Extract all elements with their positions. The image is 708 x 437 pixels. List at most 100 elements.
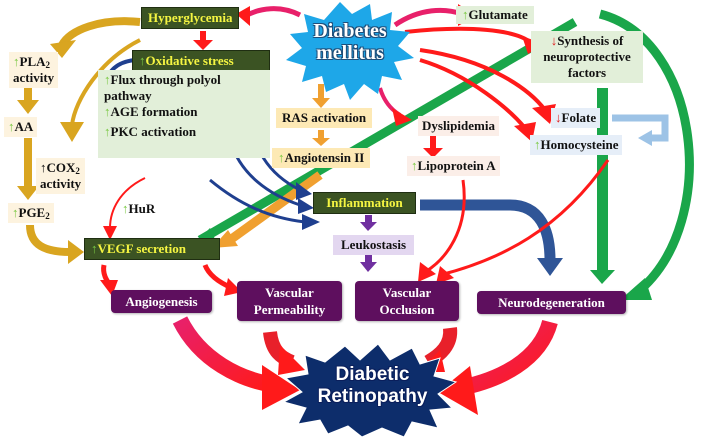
red-arrowhead (262, 365, 300, 410)
gold-arrow-pge2-vegf (26, 224, 71, 256)
up-arrow-icon: ↑ (91, 241, 98, 256)
node-vegf-secretion: ↑VEGF secretion (84, 238, 220, 260)
purple-arrowhead (360, 222, 377, 231)
synthesis-text-3: factors (567, 65, 607, 80)
navy-arrowhead (302, 214, 320, 230)
pge2-text: PGE (18, 205, 46, 220)
pge2-sub: 2 (45, 211, 50, 221)
node-cox2: ↑COX2 activity (36, 158, 86, 194)
red-arrow-dm-homocysteine (419, 58, 527, 130)
center-line-1: Diabetes (313, 20, 387, 42)
up-arrow-icon: ↑ (8, 119, 15, 134)
up-arrow-icon: ↑ (104, 124, 111, 139)
pla2-text: PLA (19, 54, 46, 69)
purple-arrow-inflammation-leuk (365, 215, 372, 223)
outcome-neurodegeneration: Neurodegeneration (477, 291, 626, 314)
orange-arrowhead (312, 98, 330, 108)
red-arrow-pkc-vegf (109, 177, 146, 229)
node-oxidative-mechanisms: ↑Flux through polyol pathway ↑AGE format… (98, 70, 270, 158)
node-folate: ↓Folate (551, 108, 601, 128)
synthesis-text-1: Synthesis of (557, 33, 624, 48)
outcome-vascular-occlusion: Vascular Occlusion (355, 281, 459, 321)
pla2-activity-text: activity (13, 70, 55, 85)
orange-arrowhead (312, 138, 330, 146)
node-aa: ↑AA (4, 117, 38, 137)
vascular-occ-text-2: Occlusion (379, 302, 435, 317)
red-arrowhead (392, 108, 412, 126)
up-arrow-icon: ↑ (104, 104, 111, 119)
age-text: AGE formation (110, 104, 198, 119)
polyol-text-2: pathway (104, 88, 152, 103)
up-arrow-icon: ↑ (462, 7, 469, 22)
hyperglycemia-text: Hyperglycemia (148, 10, 233, 25)
green-arrowhead (590, 270, 615, 284)
red-arrowhead (423, 148, 443, 158)
lightblue-arrow-folate-homo (612, 114, 669, 142)
pla2-sub: 2 (45, 60, 51, 70)
red-arrow-dm-dyslipidemia (378, 87, 402, 117)
homocysteine-text: Homocysteine (540, 137, 619, 152)
up-arrow-icon: ↑ (534, 137, 541, 152)
gold-arrow-pla2-aa (24, 85, 32, 103)
pkc-text: PKC activation (110, 124, 197, 139)
red-arrow-dm-hyperglycemia (243, 6, 302, 19)
down-arrow-icon: ↓ (550, 33, 558, 48)
lightblue-arrowhead (638, 130, 652, 146)
cox2-text: COX (46, 160, 76, 175)
navy-arrowhead (296, 182, 312, 200)
up-arrow-icon: ↑ (104, 72, 111, 87)
folate-text: Folate (561, 110, 597, 125)
red-arrow-dys-lipo (430, 134, 436, 150)
leukostasis-text: Leukostasis (341, 237, 407, 252)
node-hyperglycemia: Hyperglycemia (141, 7, 240, 29)
gold-arrowhead (50, 40, 76, 58)
lipoprotein-text: Lipoprotein A (417, 158, 496, 173)
diabetes-mellitus-label: Diabetes mellitus (290, 20, 410, 64)
orange-arrow-angiotensin-to-vegf (227, 171, 323, 244)
gold-arrowhead (17, 100, 39, 114)
diabetic-retinopathy-star (282, 343, 458, 437)
red-arrowhead (193, 40, 213, 50)
node-homocysteine: ↑Homocysteine (530, 135, 623, 155)
hur-text: HuR (128, 201, 156, 216)
polyol-text-1: Flux through polyol (110, 72, 221, 87)
vascular-perm-text-1: Vascular (265, 285, 314, 300)
red-arrow-dm-folate (419, 48, 547, 112)
outcome-vascular-permeability: Vascular Permeability (237, 281, 342, 321)
outcome-line-2: Retinopathy (317, 386, 428, 407)
aa-text: AA (14, 119, 34, 134)
red-arrowhead (438, 366, 478, 415)
center-line-2: mellitus (316, 42, 384, 64)
node-pge2: ↑PGE2 (8, 203, 54, 223)
red-arrowhead (278, 345, 305, 375)
vascular-occ-text-1: Vascular (382, 285, 432, 300)
oxidative-stress-text: Oxidative stress (145, 53, 234, 68)
node-hur: ↑HuR (122, 201, 155, 217)
inflammation-text: Inflammation (326, 195, 403, 210)
down-arrow-icon: ↓ (555, 110, 562, 125)
up-arrow-icon: ↑ (278, 150, 285, 165)
node-ras-activation: RAS activation (276, 108, 373, 128)
glutamate-text: Glutamate (468, 7, 528, 22)
red-arrowhead (532, 104, 556, 124)
node-lipoprotein-a: ↑Lipoprotein A (407, 156, 500, 176)
diabetic-retinopathy-label: Diabetic Retinopathy (290, 364, 455, 408)
angiogenesis-text: Angiogenesis (125, 294, 198, 309)
node-synthesis-neuroprotective: ↓Synthesis of neuroprotective factors (531, 31, 643, 83)
node-glutamate: ↑Glutamate (456, 6, 534, 24)
red-arrow-homo-occlusion (439, 159, 610, 277)
up-arrow-icon: ↑ (122, 201, 129, 216)
purple-arrowhead (360, 262, 377, 272)
gold-arrow-hyper-cox (70, 38, 141, 126)
red-arrow-lipo-occlusion (424, 179, 466, 274)
green-arrow-glutamate-to-vegf (197, 18, 578, 244)
green-bar-synthesis-neuro (597, 88, 608, 270)
green-arrowhead (620, 278, 652, 300)
vegf-text: VEGF secretion (97, 241, 186, 256)
red-arrow-dm-synthesis (404, 26, 532, 44)
node-pla2: ↑PLA2 activity (9, 52, 59, 88)
navy-arrowhead (298, 198, 314, 214)
up-arrow-icon: ↑ (13, 54, 20, 69)
